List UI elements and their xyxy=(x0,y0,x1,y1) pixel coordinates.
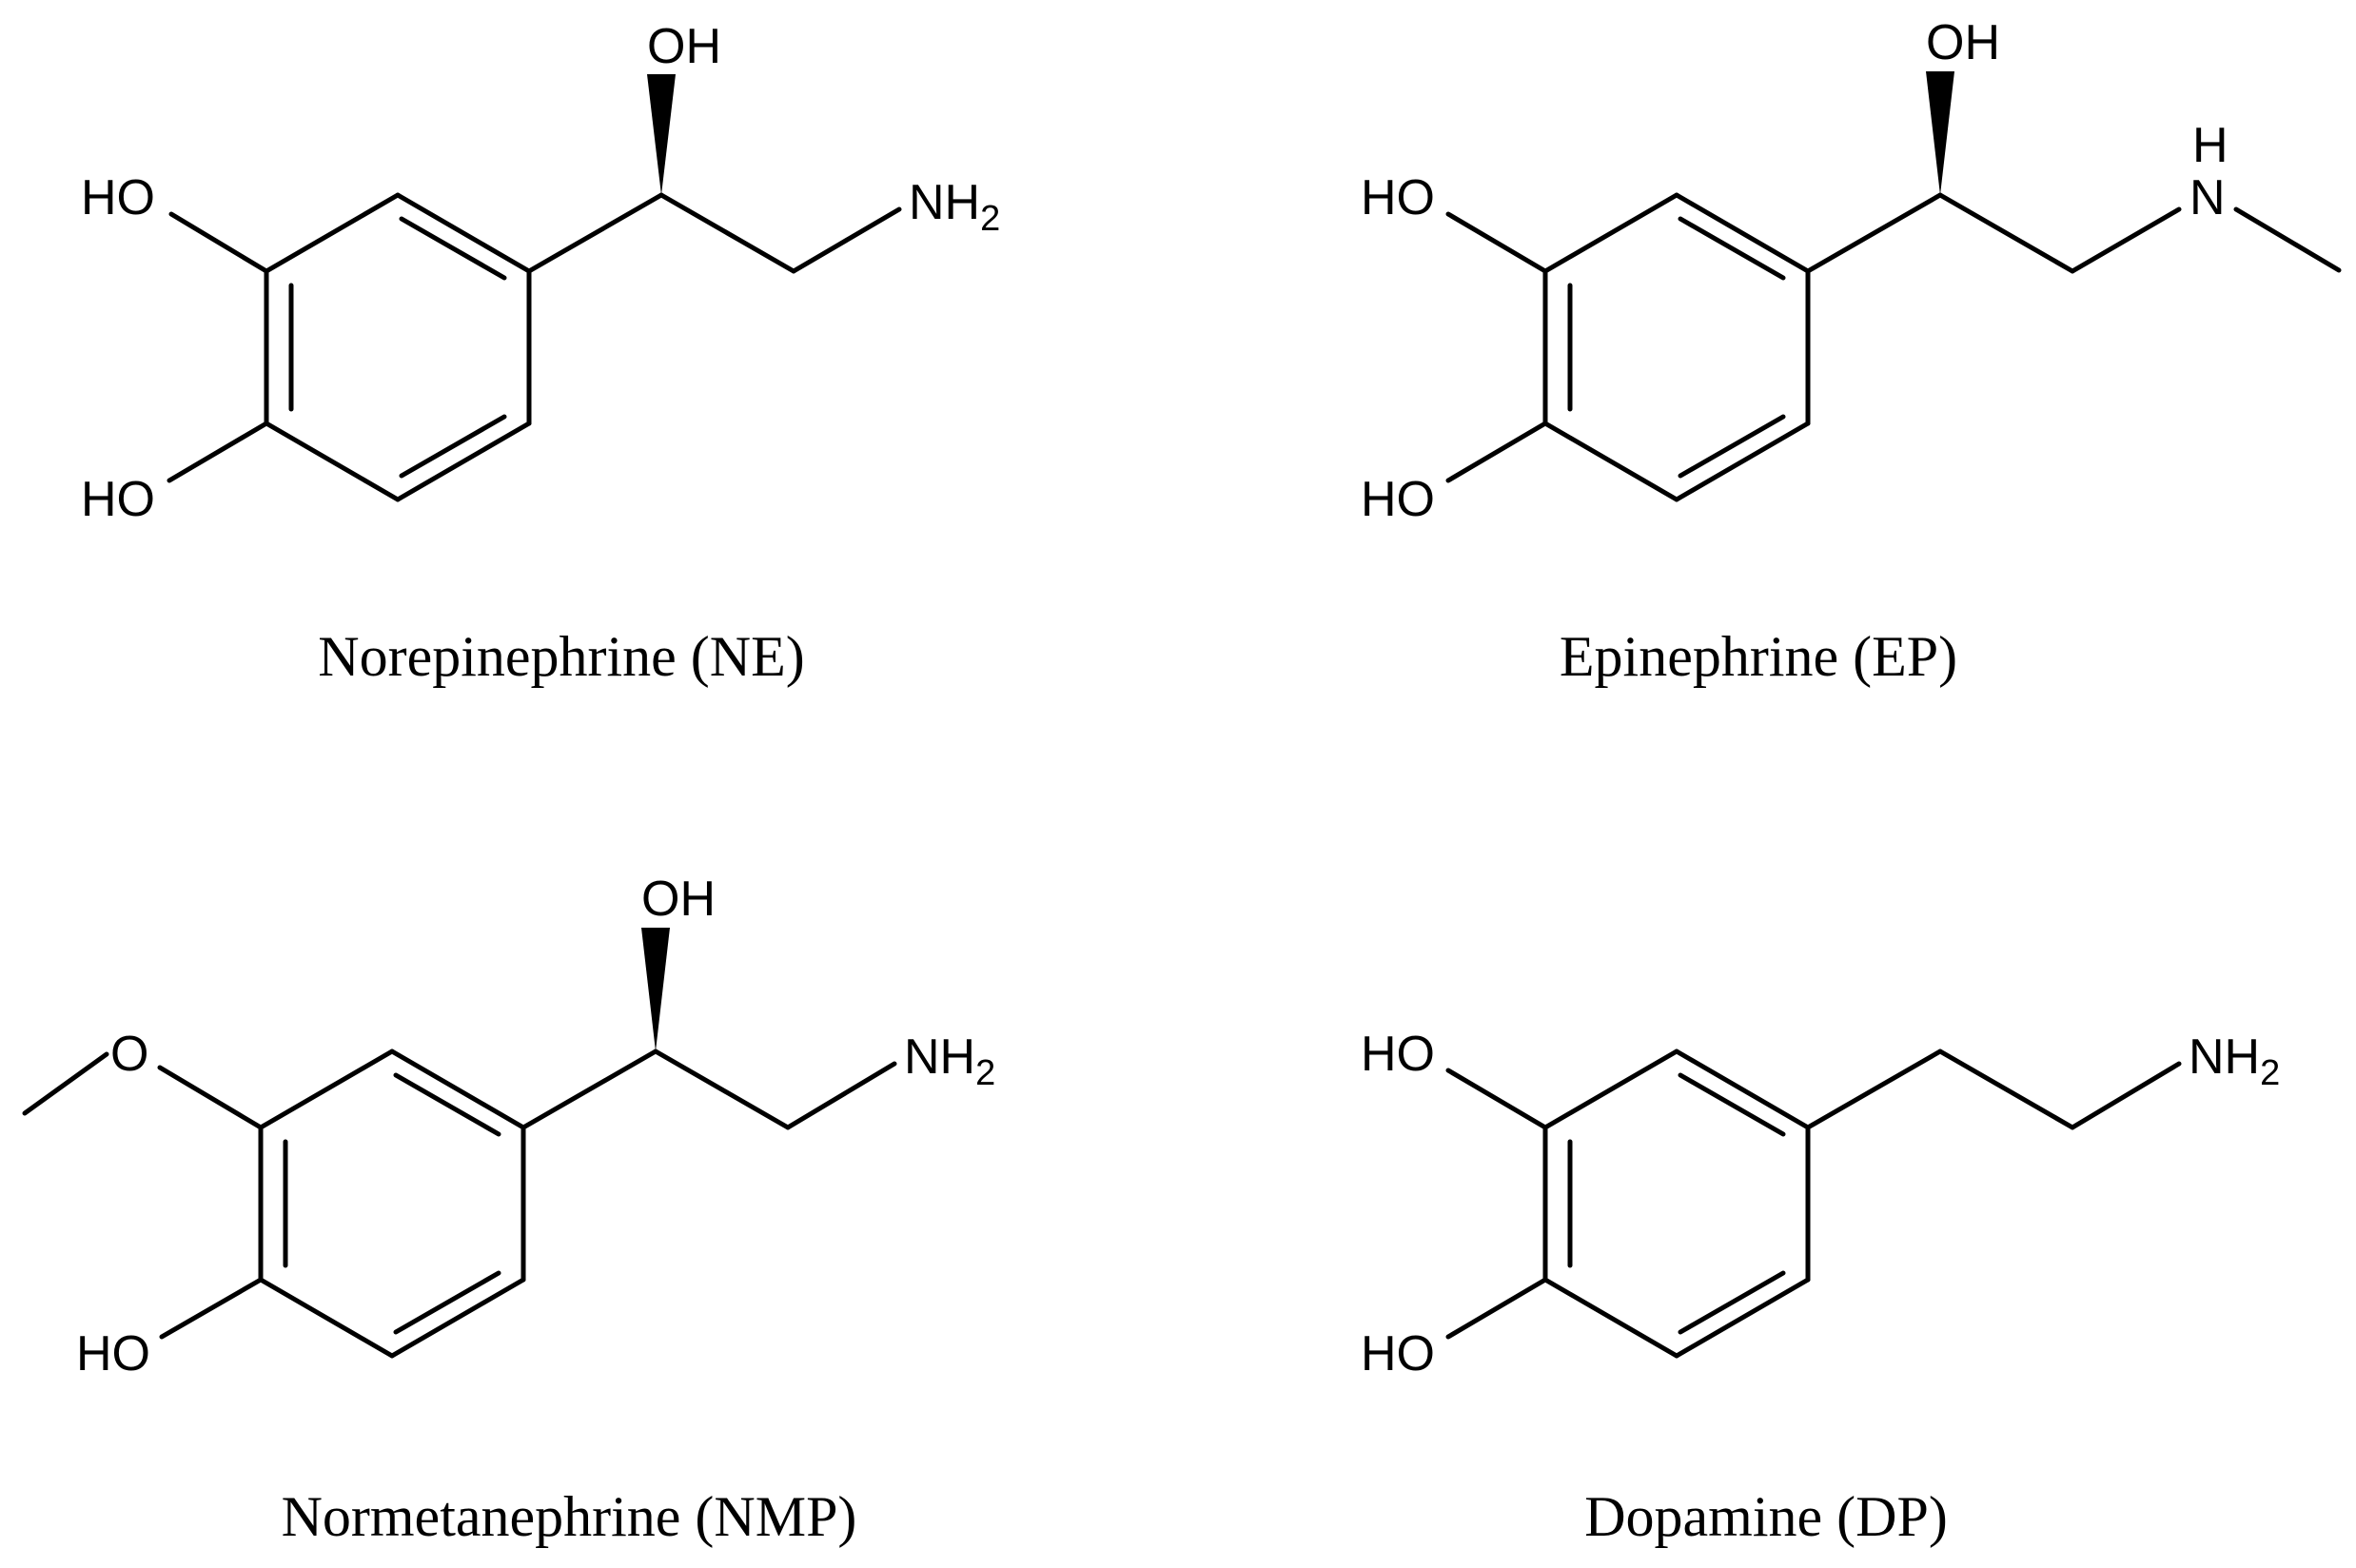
para-hydroxyl-label: HO xyxy=(76,1326,150,1382)
hydroxyl-label: OH xyxy=(1926,15,2000,70)
amine-hydrogen-label: H xyxy=(2192,118,2228,173)
methoxy-oxygen-label: O xyxy=(110,1027,148,1082)
side-chain xyxy=(1445,1049,2182,1340)
stereo-wedge xyxy=(647,74,676,195)
stereo-wedge xyxy=(641,928,670,1051)
benzene-ring xyxy=(264,192,532,502)
benzene-ring xyxy=(1542,192,1811,502)
benzene-ring xyxy=(258,1049,526,1359)
hydroxyl-label: OH xyxy=(647,19,721,74)
side-chain xyxy=(1445,71,2342,483)
meta-hydroxyl-label: HO xyxy=(1361,170,1435,225)
meta-hydroxyl-label: HO xyxy=(1361,1027,1435,1082)
para-hydroxyl-label: HO xyxy=(1361,472,1435,527)
molecule-caption: Normetanephrine (NMP) xyxy=(282,1485,857,1548)
para-hydroxyl-label: HO xyxy=(1361,1326,1435,1382)
side-chain xyxy=(167,74,902,483)
molecule-caption: Dopamine (DP) xyxy=(1584,1485,1948,1548)
meta-hydroxyl-label: HO xyxy=(81,170,155,225)
amine-label: NH2 xyxy=(904,1029,995,1093)
molecule-dopamine: NH2 HO HO Dopamine (DP) xyxy=(1361,1027,2280,1548)
side-chain xyxy=(22,928,897,1340)
amine-label: NH2 xyxy=(909,175,1000,239)
hydroxyl-label: OH xyxy=(641,872,716,927)
molecule-epinephrine: OH H N HO HO Epinephrine (EP) xyxy=(1361,15,2342,688)
molecule-normetanephrine: OH NH2 O HO Normetanephrine (NMP) xyxy=(22,872,995,1548)
amine-label: NH2 xyxy=(2189,1029,2280,1093)
benzene-ring xyxy=(1542,1049,1811,1359)
molecule-norepinephrine: OH NH2 HO HO Norepinephrine (NE) xyxy=(81,19,1000,688)
para-hydroxyl-label: HO xyxy=(81,472,155,527)
amine-nitrogen-label: N xyxy=(2189,170,2226,225)
molecule-caption: Epinephrine (EP) xyxy=(1560,625,1957,688)
molecule-caption: Norepinephrine (NE) xyxy=(318,625,804,688)
stereo-wedge xyxy=(1926,71,1954,195)
